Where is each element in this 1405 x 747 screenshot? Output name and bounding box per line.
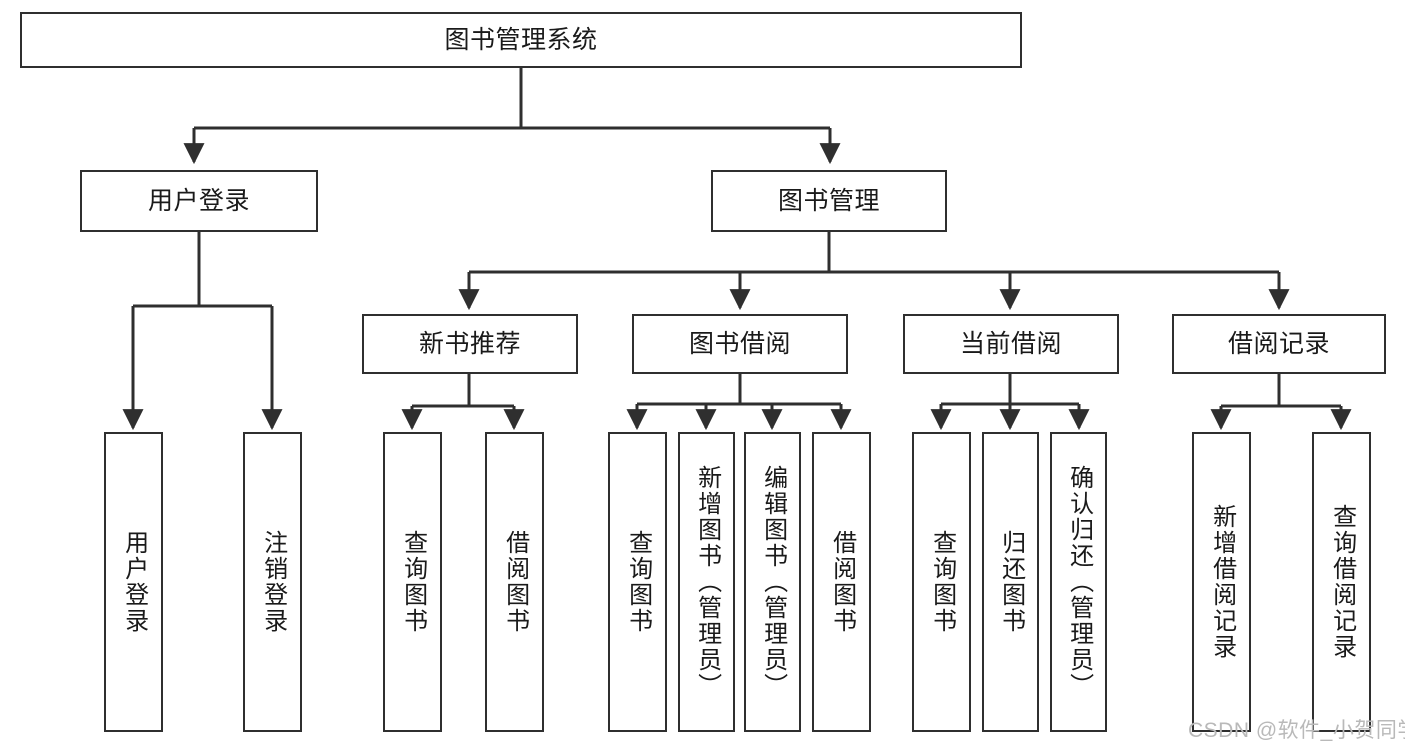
node-book-borrow[interactable]: 图书借阅 xyxy=(632,314,848,374)
leaf-record-add-record[interactable]: 新增借阅记录 xyxy=(1192,432,1251,732)
leaf-current-return-book[interactable]: 归还图书 xyxy=(982,432,1039,732)
leaf-borrow-borrow-book[interactable]: 借阅图书 xyxy=(812,432,871,732)
node-label: 查询图书 xyxy=(624,530,652,634)
node-root-system[interactable]: 图书管理系统 xyxy=(20,12,1022,68)
leaf-recommend-query-book[interactable]: 查询图书 xyxy=(383,432,442,732)
csdn-watermark: CSDN @软件_小贺同学 xyxy=(1188,719,1405,742)
node-label: 借阅图书 xyxy=(501,530,529,634)
node-label: 借阅图书 xyxy=(828,530,856,634)
node-label: 查询借阅记录 xyxy=(1328,504,1356,660)
node-new-book-recommend[interactable]: 新书推荐 xyxy=(362,314,578,374)
node-label: 查询图书 xyxy=(399,530,427,634)
leaf-user-login-logout[interactable]: 注销登录 xyxy=(243,432,302,732)
node-label: 新书推荐 xyxy=(418,330,521,358)
leaf-user-login-login[interactable]: 用户登录 xyxy=(104,432,163,732)
node-label: 归还图书 xyxy=(997,530,1025,634)
node-current-borrow[interactable]: 当前借阅 xyxy=(903,314,1119,374)
node-label: 图书管理 xyxy=(777,187,880,215)
node-label: 借阅记录 xyxy=(1227,330,1330,358)
leaf-recommend-borrow-book[interactable]: 借阅图书 xyxy=(485,432,544,732)
node-book-management[interactable]: 图书管理 xyxy=(711,170,947,232)
leaf-current-confirm-return-admin[interactable]: 确认归还（管理员） xyxy=(1050,432,1107,732)
node-label: 用户登录 xyxy=(120,530,148,634)
leaf-borrow-query-book[interactable]: 查询图书 xyxy=(608,432,667,732)
leaf-record-query-record[interactable]: 查询借阅记录 xyxy=(1312,432,1371,732)
node-label: 新增图书（管理员） xyxy=(693,465,721,699)
node-label: 当前借阅 xyxy=(959,330,1062,358)
node-label: 新增借阅记录 xyxy=(1208,504,1236,660)
node-label: 编辑图书（管理员） xyxy=(759,465,787,699)
node-label: 注销登录 xyxy=(259,530,287,634)
node-label: 用户登录 xyxy=(147,187,250,215)
node-user-login[interactable]: 用户登录 xyxy=(80,170,318,232)
node-borrow-record[interactable]: 借阅记录 xyxy=(1172,314,1386,374)
node-label: 确认归还（管理员） xyxy=(1065,465,1093,699)
node-label: 查询图书 xyxy=(928,530,956,634)
node-label: 图书借阅 xyxy=(688,330,791,358)
leaf-current-query-book[interactable]: 查询图书 xyxy=(912,432,971,732)
node-label: 图书管理系统 xyxy=(444,26,598,54)
leaf-borrow-add-book-admin[interactable]: 新增图书（管理员） xyxy=(678,432,735,732)
leaf-borrow-edit-book-admin[interactable]: 编辑图书（管理员） xyxy=(744,432,801,732)
